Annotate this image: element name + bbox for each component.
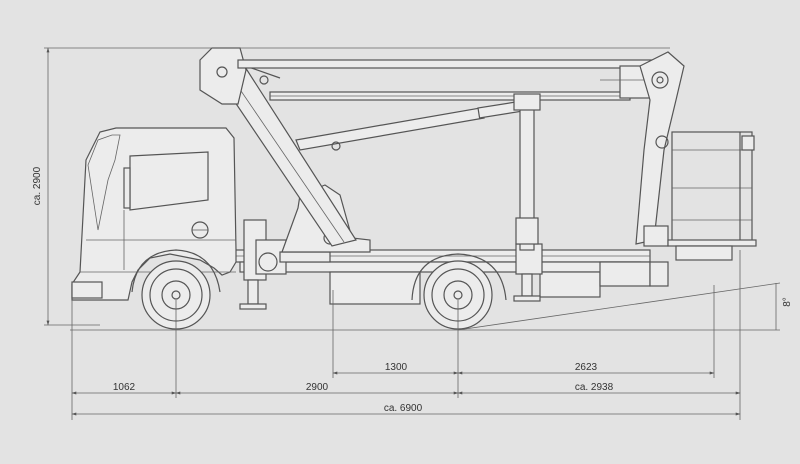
dim-1300-label: 1300 <box>385 362 408 373</box>
lift-cylinder <box>295 107 485 151</box>
dim-2900-label: 2900 <box>306 382 329 393</box>
dim-2623-label: 2623 <box>575 362 598 373</box>
dim-total-label: ca. 6900 <box>384 403 423 414</box>
work-basket <box>667 131 757 261</box>
dimensions: ca. 2900 8° 1300 2623 1062 2900 ca. 2938… <box>32 47 793 420</box>
front-wheel <box>131 249 221 330</box>
upper-boom-top <box>237 59 659 69</box>
dim-2938-label: ca. 2938 <box>575 382 614 393</box>
angle-label: 8° <box>782 297 793 307</box>
front-outrigger <box>239 219 331 310</box>
truck <box>71 127 669 330</box>
truck-cab <box>71 127 237 301</box>
height-dimension-label: ca. 2900 <box>32 166 43 205</box>
aerial-boom <box>199 47 685 253</box>
dim-1062-label: 1062 <box>113 382 136 393</box>
